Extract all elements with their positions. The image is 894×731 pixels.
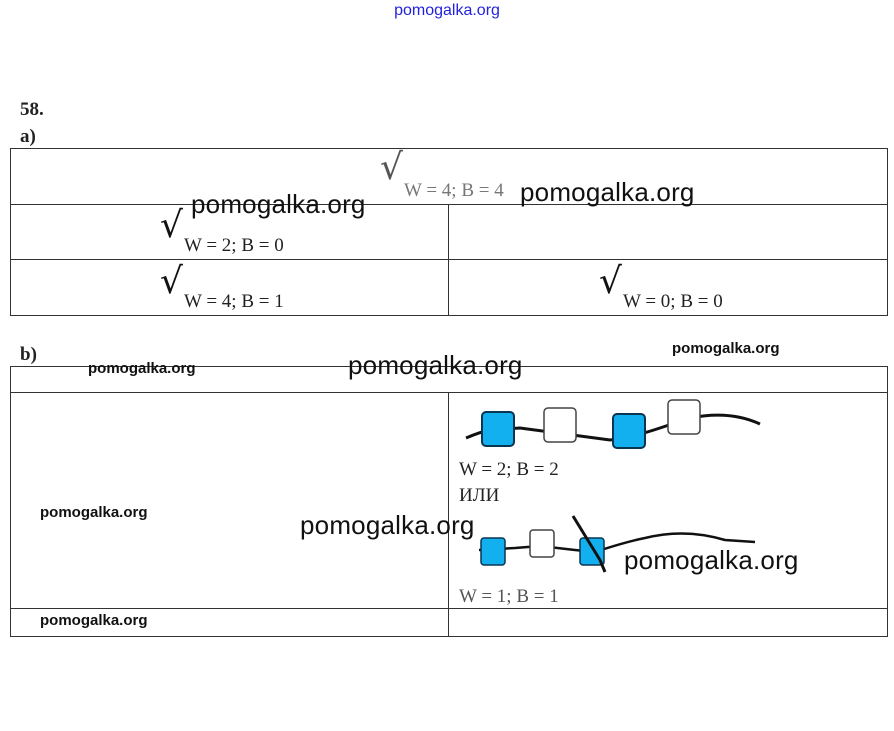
part-b-label: b) xyxy=(20,344,37,365)
watermark: pomogalka.org xyxy=(88,360,196,377)
watermark: pomogalka.org xyxy=(191,189,366,219)
white-bead xyxy=(543,407,577,443)
watermark: pomogalka.org xyxy=(40,504,148,521)
blue-bead xyxy=(480,537,506,566)
watermark: pomogalka.org xyxy=(624,545,799,575)
watermark: pomogalka.org xyxy=(40,612,148,629)
watermark: pomogalka.org xyxy=(672,340,780,357)
part-a-label: a) xyxy=(20,126,36,147)
check-icon: √ xyxy=(160,261,183,302)
answer-1: W = 2; B = 2 xyxy=(459,459,559,480)
cell-answer: W = 0; B = 0 xyxy=(623,291,723,312)
site-link[interactable]: pomogalka.org xyxy=(394,2,500,19)
check-icon: √ xyxy=(160,205,183,246)
watermark: pomogalka.org xyxy=(348,350,523,380)
cell-answer: W = 2; B = 0 xyxy=(184,235,284,256)
white-bead xyxy=(667,399,701,435)
answer-2: W = 1; B = 1 xyxy=(459,586,559,607)
beads-diagram-2 xyxy=(478,515,756,573)
white-bead xyxy=(529,529,555,558)
cell-answer: W = 4; B = 1 xyxy=(184,291,284,312)
beads-diagram-1 xyxy=(465,399,761,449)
blue-bead xyxy=(612,413,646,449)
check-icon: √ xyxy=(380,147,403,188)
cell-answer: W = 4; B = 4 xyxy=(404,180,504,201)
problem-number: 58. xyxy=(20,99,44,120)
check-icon: √ xyxy=(599,261,622,302)
watermark: pomogalka.org xyxy=(300,510,475,540)
watermark: pomogalka.org xyxy=(520,177,695,207)
blue-bead xyxy=(481,411,515,447)
or-label: ИЛИ xyxy=(459,485,500,506)
